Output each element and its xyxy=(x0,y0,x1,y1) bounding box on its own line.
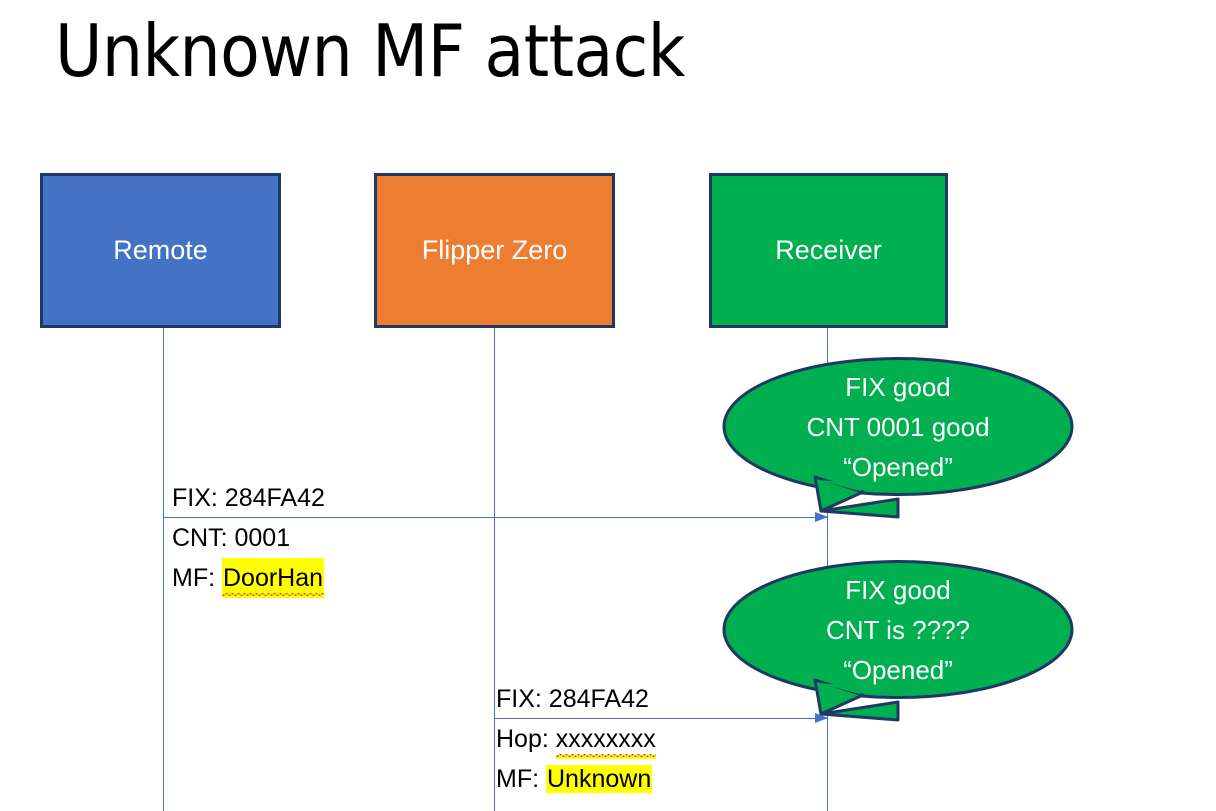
message-arrow-remote-to-receiver xyxy=(163,512,828,522)
actor-label-flipper: Flipper Zero xyxy=(421,235,568,266)
callout-bubble-2[interactable]: FIX good CNT is ???? “Opened” xyxy=(722,560,1074,722)
message-1-line-2-value: 0001 xyxy=(234,524,291,552)
message-1-line-3-value: DoorHan xyxy=(222,558,325,598)
message-1-line-1-label: FIX: xyxy=(172,484,225,512)
message-2-line-2: Hop: xxxxxxxx xyxy=(496,719,656,759)
actor-box-receiver[interactable]: Receiver xyxy=(709,173,948,328)
lifeline-remote xyxy=(163,328,164,811)
message-1-line-2: CNT: 0001 xyxy=(172,518,325,558)
message-2-line-2-value: xxxxxxxx xyxy=(555,719,656,759)
callout-bubble-1-shape xyxy=(722,357,1074,519)
callout-bubble-1[interactable]: FIX good CNT 0001 good “Opened” xyxy=(722,357,1074,519)
actor-label-remote: Remote xyxy=(113,235,208,266)
message-1-line-3-label: MF: xyxy=(172,564,222,592)
message-2-line-2-highlight-strip xyxy=(555,755,656,759)
actor-box-remote[interactable]: Remote xyxy=(40,173,281,328)
message-2-line-1: FIX: 284FA42 xyxy=(496,679,656,719)
message-arrow-flipper-to-receiver xyxy=(494,713,828,723)
message-label-1: FIX: 284FA42 CNT: 0001 MF: DoorHan xyxy=(172,478,325,598)
message-1-line-2-label: CNT: xyxy=(172,524,235,552)
message-1-line-3: MF: DoorHan xyxy=(172,558,325,598)
message-label-2: FIX: 284FA42 Hop: xxxxxxxx MF: Unknown xyxy=(496,679,656,799)
message-2-line-2-label: Hop: xyxy=(496,725,556,753)
callout-bubble-2-shape xyxy=(722,560,1074,722)
lifeline-flipper xyxy=(494,328,495,811)
message-2-line-3: MF: Unknown xyxy=(496,759,656,799)
message-2-line-3-label: MF: xyxy=(496,765,546,793)
actor-label-receiver: Receiver xyxy=(775,235,882,266)
message-2-line-1-label: FIX: xyxy=(496,685,549,713)
actor-box-flipper[interactable]: Flipper Zero xyxy=(374,173,615,328)
message-2-line-3-value: Unknown xyxy=(546,765,653,793)
message-1-line-1: FIX: 284FA42 xyxy=(172,478,325,518)
message-2-line-2-text: xxxxxxxx xyxy=(555,725,656,753)
message-1-line-1-value: 284FA42 xyxy=(224,484,325,512)
page-title: Unknown MF attack xyxy=(55,9,685,93)
message-2-line-1-value: 284FA42 xyxy=(548,685,649,713)
